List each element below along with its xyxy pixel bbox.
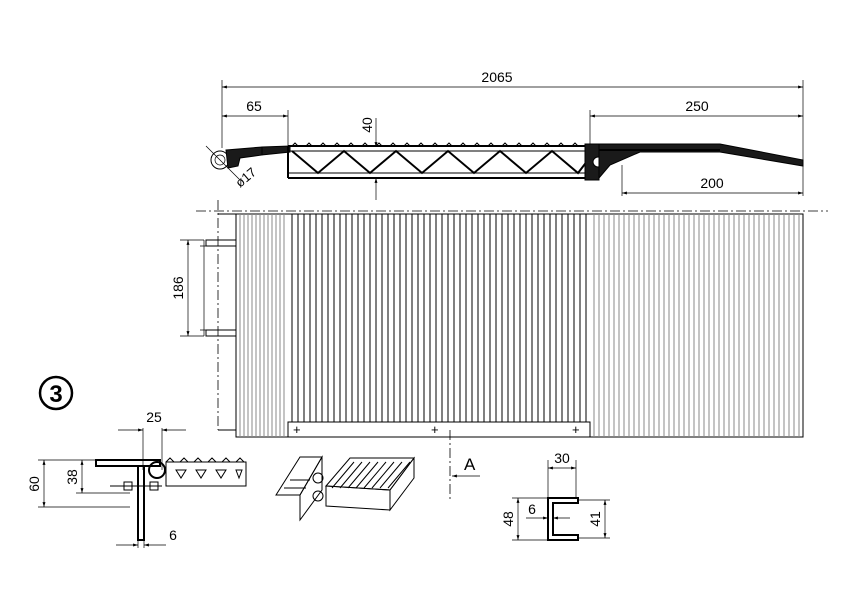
profile-view: 2065 65 250 200 40 ø17 (205, 69, 804, 200)
hinge-detail-height-label: 60 (26, 476, 42, 492)
overall-length-label: 2065 (481, 69, 512, 85)
svg-text:+: + (431, 422, 439, 437)
channel-width-label: 30 (554, 450, 570, 466)
isometric-hinge-sketch (275, 455, 415, 522)
hinge-detail-thickness-label: 6 (169, 527, 177, 543)
svg-text:+: + (572, 422, 580, 437)
profile-height-label: 40 (359, 117, 375, 133)
channel-section: 30 48 6 41 (500, 450, 610, 541)
hinge-detail-inner-height-label: 38 (64, 469, 80, 485)
hinge-spacing-label: 186 (170, 276, 186, 300)
detail-3: 3 25 60 38 6 (26, 375, 247, 548)
svg-text:+: + (293, 422, 301, 437)
channel-outer-height-label: 48 (500, 511, 516, 527)
plan-view: 186 + + + (170, 200, 828, 438)
end-length-label: 200 (700, 175, 724, 191)
section-label: A (464, 455, 476, 474)
taper-length-label: 250 (685, 98, 709, 114)
hinge-diameter-label: ø17 (232, 164, 259, 190)
detail-marker: 3 (49, 381, 62, 408)
channel-wall-label: 6 (528, 501, 536, 517)
hinge-detail-width-label: 25 (146, 409, 162, 425)
hinge-width-label: 65 (246, 98, 262, 114)
section-a-indicator: A (449, 430, 480, 500)
channel-inner-height-label: 41 (587, 511, 603, 527)
